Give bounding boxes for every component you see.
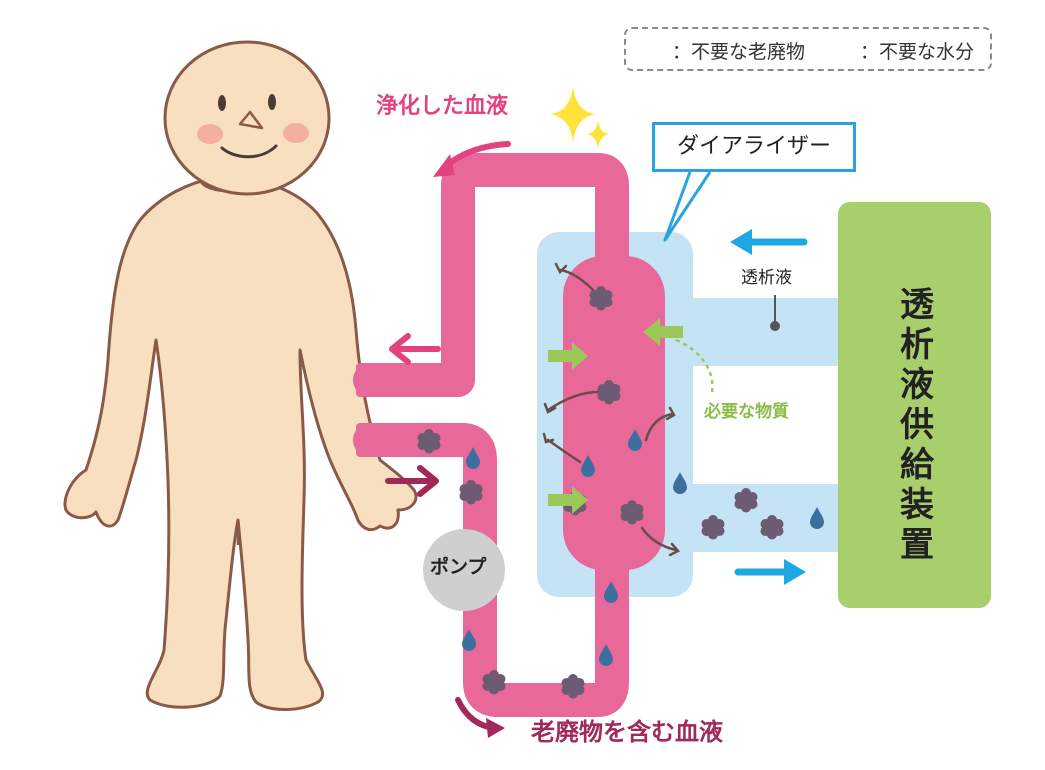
arterial-arrow (385, 465, 439, 497)
arrows (385, 86, 808, 738)
sparkle-icon (550, 86, 596, 142)
human-figure (63, 40, 418, 711)
supply-device-box (838, 202, 991, 608)
dialysate-inflow-channel (690, 298, 840, 366)
body-outline (63, 174, 418, 711)
necessary-substances-leader (675, 338, 714, 393)
dialyzer-blood-chamber (563, 256, 665, 570)
waste-blood-line (353, 423, 629, 717)
waste-blood-label: 老廃物を含む血液 (531, 718, 723, 746)
legend: ：不要な老廃物 ：不要な水分 (624, 27, 992, 71)
blood-circuit (353, 153, 665, 717)
sparkle-icon-small (587, 121, 609, 148)
purified-blood-label: 浄化した血液 (376, 94, 509, 119)
pump-label: ポンプ (430, 556, 487, 578)
legend-water-label: ：不要な水分 (860, 41, 975, 63)
dialyzer-callout-pointer (663, 171, 712, 242)
necessary-substances-label: 必要な物質 (704, 402, 789, 422)
dialysate-label: 透析液 (741, 268, 792, 288)
return-arrow (389, 333, 441, 365)
supply-device-label: 透析液供給装置 (900, 285, 934, 565)
purified-blood-line (353, 153, 629, 397)
pump (423, 529, 505, 611)
legend-waste-label: ：不要な老廃物 (672, 41, 806, 63)
dialyzer-label: ダイアライザー (652, 122, 856, 172)
